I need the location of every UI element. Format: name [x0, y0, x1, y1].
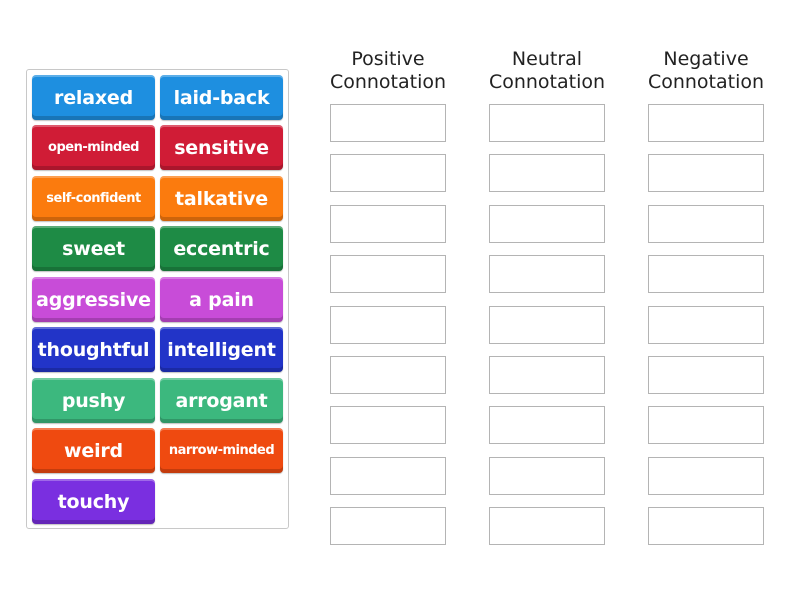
word-tile[interactable]: pushy: [32, 378, 155, 423]
column-header-line1: Negative: [663, 48, 749, 70]
word-tile[interactable]: narrow-minded: [160, 428, 283, 473]
drop-slot-negative[interactable]: [648, 306, 764, 344]
column-header-line2: Connotation: [329, 71, 447, 93]
column-header-negative: Negative Connotation: [631, 48, 781, 94]
word-tile[interactable]: relaxed: [32, 75, 155, 120]
drop-slot-positive[interactable]: [330, 255, 446, 293]
drop-slot-positive[interactable]: [330, 205, 446, 243]
drop-slot-positive[interactable]: [330, 406, 446, 444]
drop-slot-neutral[interactable]: [489, 457, 605, 495]
column-header-line1: Neutral: [511, 48, 583, 70]
word-tile[interactable]: talkative: [160, 176, 283, 221]
column-header-positive: Positive Connotation: [313, 48, 463, 94]
drop-slot-negative[interactable]: [648, 457, 764, 495]
word-tile[interactable]: laid-back: [160, 75, 283, 120]
word-tile[interactable]: touchy: [32, 479, 155, 524]
word-tile[interactable]: aggressive: [32, 277, 155, 322]
drop-slot-positive[interactable]: [330, 356, 446, 394]
drop-slot-neutral[interactable]: [489, 507, 605, 545]
drop-slot-neutral[interactable]: [489, 104, 605, 142]
word-tile[interactable]: intelligent: [160, 327, 283, 372]
drop-slot-negative[interactable]: [648, 255, 764, 293]
word-tile[interactable]: thoughtful: [32, 327, 155, 372]
drop-slot-neutral[interactable]: [489, 306, 605, 344]
word-tile[interactable]: self-confident: [32, 176, 155, 221]
drop-slot-negative[interactable]: [648, 104, 764, 142]
drop-slot-negative[interactable]: [648, 154, 764, 192]
drop-slot-negative[interactable]: [648, 406, 764, 444]
column-header-line1: Positive: [351, 48, 425, 70]
drop-slot-neutral[interactable]: [489, 205, 605, 243]
drop-slot-positive[interactable]: [330, 457, 446, 495]
word-tile[interactable]: arrogant: [160, 378, 283, 423]
drop-slot-negative[interactable]: [648, 205, 764, 243]
drop-slot-positive[interactable]: [330, 104, 446, 142]
column-header-neutral: Neutral Connotation: [472, 48, 622, 94]
drop-slot-negative[interactable]: [648, 356, 764, 394]
column-header-line2: Connotation: [647, 71, 765, 93]
word-tile[interactable]: weird: [32, 428, 155, 473]
word-tile[interactable]: eccentric: [160, 226, 283, 271]
drop-slot-negative[interactable]: [648, 507, 764, 545]
drop-slot-neutral[interactable]: [489, 154, 605, 192]
word-tile[interactable]: a pain: [160, 277, 283, 322]
drop-slot-neutral[interactable]: [489, 255, 605, 293]
word-tile[interactable]: sweet: [32, 226, 155, 271]
drop-slot-neutral[interactable]: [489, 406, 605, 444]
drop-slot-positive[interactable]: [330, 306, 446, 344]
word-tile[interactable]: sensitive: [160, 125, 283, 170]
word-tile[interactable]: open-minded: [32, 125, 155, 170]
drop-slot-neutral[interactable]: [489, 356, 605, 394]
column-header-line2: Connotation: [488, 71, 606, 93]
drop-slot-positive[interactable]: [330, 507, 446, 545]
drop-slot-positive[interactable]: [330, 154, 446, 192]
